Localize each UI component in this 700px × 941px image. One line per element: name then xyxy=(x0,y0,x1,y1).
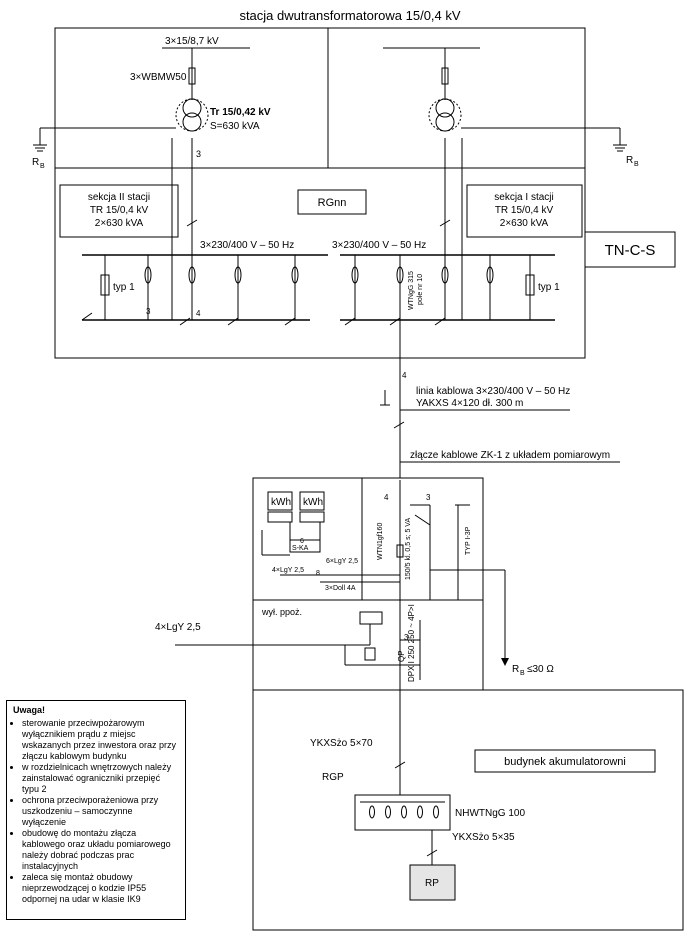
rp-box xyxy=(409,864,456,901)
note-item: zaleca się montaż obudowy nieprzewodzące… xyxy=(22,872,179,905)
note-item: obudowę do montażu złącza kablowego oraz… xyxy=(22,828,179,872)
page-title: stacja dwutransformatorowa 15/0,4 kV xyxy=(239,8,460,23)
tncs-box xyxy=(584,231,676,268)
mv-fuses-label: 3×WBMW50 xyxy=(130,72,187,83)
cable-l2: YAKXS 4×120 dł. 300 m xyxy=(416,398,523,409)
rb-ohm: ≤30 Ω xyxy=(527,664,554,675)
n8-label: 8 xyxy=(316,570,320,577)
cable3-label: YKXSżo 5×35 xyxy=(452,832,515,843)
lgy6-label: 6×LgY 2,5 xyxy=(326,558,358,565)
nhwtngg-label: NHWTNgG 100 xyxy=(455,808,525,819)
kwh-1: kWh xyxy=(271,497,291,508)
rp-label: RP xyxy=(425,878,439,889)
num-3-a: 3 xyxy=(146,307,151,316)
notes-box: Uwaga! sterowanie przeciwpożarowym wyłąc… xyxy=(6,700,186,920)
n6-label: 6 xyxy=(300,538,304,545)
zk-frame xyxy=(252,477,484,601)
section-left-l3: 2×630 kVA xyxy=(95,218,144,229)
section-right-l2: TR 15/0,4 kV xyxy=(495,205,554,216)
earth-right: R xyxy=(626,155,633,166)
zk-label: złącze kablowe ZK-1 z układem pomiarowym xyxy=(410,450,610,461)
rgnn-box xyxy=(297,189,367,215)
section-right-l3: 2×630 kVA xyxy=(500,218,549,229)
transformer-name: Tr 15/0,42 kV xyxy=(210,107,271,118)
typ-label: TYP I-3P xyxy=(465,526,472,555)
busbar-right-label: 3×230/400 V – 50 Hz xyxy=(332,240,426,251)
fire-label: wył. ppoż. xyxy=(261,607,302,617)
surge-right-label: typ 1 xyxy=(538,282,560,293)
building-label: budynek akumulatorowni xyxy=(504,756,626,768)
qp-label: QP xyxy=(397,650,406,662)
busbar-left-label: 3×230/400 V – 50 Hz xyxy=(200,240,294,251)
note-item: sterowanie przeciwpożarowym wyłącznikiem… xyxy=(22,718,179,762)
building-frame xyxy=(252,689,684,931)
earth-left-sub: B xyxy=(40,163,45,170)
lgy4-label: 4×LgY 2,5 xyxy=(272,567,304,574)
station-frame xyxy=(54,27,586,359)
dolli-label: 3×Doll 4A xyxy=(325,585,356,592)
transformer-three: 3 xyxy=(196,149,201,159)
section-left-l1: sekcja II stacji xyxy=(88,192,150,203)
tncs-label: TN-C-S xyxy=(605,242,656,259)
num-3-c: 3 xyxy=(404,633,409,642)
surge-left-label: typ 1 xyxy=(113,282,135,293)
rb-sub: B xyxy=(520,670,525,677)
earth-left: R xyxy=(32,157,39,168)
mv-supply-label: 3×15/8,7 kV xyxy=(165,36,219,47)
transformer-power: S=630 kVA xyxy=(210,121,260,132)
num-4-b: 4 xyxy=(402,371,407,380)
field-label-l2: pole nr 10 xyxy=(417,274,424,305)
trafo-label: 150/5 kl. 0,5 s; 5 VA xyxy=(405,518,412,580)
rgp-box xyxy=(354,794,451,831)
section-left-l2: TR 15/0,4 kV xyxy=(90,205,149,216)
fire-cable-label: 4×LgY 2,5 xyxy=(155,622,201,633)
notes-list: sterowanie przeciwpożarowym wyłącznikiem… xyxy=(13,718,179,905)
num-4-c: 4 xyxy=(384,493,389,502)
cable-l1: linia kablowa 3×230/400 V – 50 Hz xyxy=(416,386,570,397)
notes-title: Uwaga! xyxy=(13,705,46,715)
section-right-l1: sekcja I stacji xyxy=(494,192,553,203)
wtn-label: WTN1gf160 xyxy=(377,523,384,560)
cable2-label: YKXSżo 5×70 xyxy=(310,738,373,749)
earth-right-sub: B xyxy=(634,161,639,168)
kwh-2: kWh xyxy=(303,497,323,508)
rgnn-label: RGnn xyxy=(318,197,347,209)
num-4-a: 4 xyxy=(196,309,201,318)
field-label-l1: WTNgG 315 xyxy=(408,271,415,310)
note-item: w rozdzielnicach wnętrzowych należy zain… xyxy=(22,762,179,795)
num-3-b: 3 xyxy=(426,493,431,502)
ska-label: S-KA xyxy=(292,545,309,552)
building-box xyxy=(474,749,656,773)
rgp-label: RGP xyxy=(322,772,344,783)
dpx-label: DPX I 250 250 ~ 4P>I xyxy=(407,604,416,682)
note-item: ochrona przeciwporażeniowa przy uszkodze… xyxy=(22,795,179,828)
rb-r: R xyxy=(512,664,519,675)
